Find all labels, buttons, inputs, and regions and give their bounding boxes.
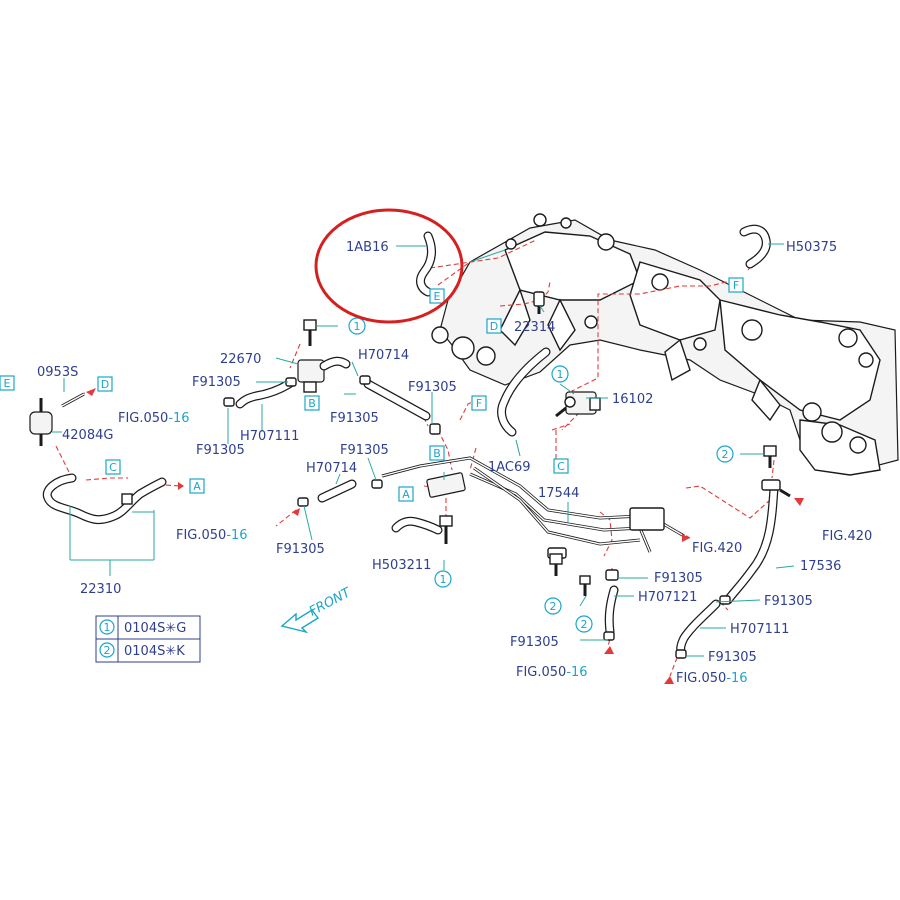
highlight-circle [314, 208, 464, 324]
label-f91305-4: F91305 [196, 443, 245, 458]
hose-h50375 [739, 224, 771, 269]
parts [29, 224, 804, 684]
label-22670: 22670 [220, 352, 261, 367]
front-arrow-icon [280, 609, 320, 634]
label-22310: 22310 [80, 582, 121, 597]
label-f91305-3: F91305 [330, 411, 379, 426]
leader-lines [52, 243, 795, 657]
ref-b-upper: B [308, 397, 316, 410]
fig-ref-050-16-bottom: FIG.050-16 [516, 665, 588, 680]
ref-f-upper: F [733, 279, 739, 292]
circled-1-top: 1 [354, 320, 361, 333]
circled-numbers: 1 1 1 2 2 2 [348, 317, 734, 633]
hose-22310 [42, 473, 167, 525]
label-f91305-7: F91305 [654, 571, 703, 586]
label-22314: 22314 [514, 320, 555, 335]
hose-1ac69 [497, 347, 551, 437]
label-f91305-5: F91305 [340, 443, 389, 458]
front-label: FRONT [307, 585, 354, 620]
fitting-0953s [61, 392, 85, 408]
sensor-22314 [533, 291, 545, 314]
circled-1-lower: 1 [440, 573, 447, 586]
label-17536: 17536 [800, 559, 841, 574]
ref-a-left: A [193, 480, 201, 493]
valve-22670 [297, 356, 351, 393]
ref-c-mid: C [557, 460, 565, 473]
hose-h503211 [391, 516, 443, 535]
hose-h70714-lower [317, 479, 357, 503]
label-42084g: 42084G [62, 428, 113, 443]
pipe-17536 [723, 479, 791, 605]
circled-2-lower-right: 2 [581, 618, 588, 631]
legend-table: 1 0104S✳G 2 0104S✳K [95, 615, 201, 663]
label-f91305-2: F91305 [408, 380, 457, 395]
fig-ref-050-16-mid: FIG.050-16 [176, 528, 248, 543]
ref-f-mid: F [476, 397, 482, 410]
legend-value-1: 0104S✳G [124, 621, 186, 636]
label-h707121: H707121 [638, 590, 697, 605]
legend-value-2: 0104S✳K [124, 644, 185, 659]
ref-e-left: E [4, 377, 11, 390]
hose-h707111-lower [676, 599, 721, 659]
ref-d-upper: D [490, 320, 498, 333]
label-17544: 17544 [538, 486, 579, 501]
pipe-17544 [381, 456, 685, 559]
figure-references: FIG.050-16 FIG.050-16 FIG.050-16 FIG.050… [118, 411, 872, 686]
label-h70714-lower: H70714 [306, 461, 357, 476]
label-f91305-9: F91305 [510, 635, 559, 650]
legend-key-2: 2 [104, 644, 111, 657]
label-h70714-upper: H70714 [358, 348, 409, 363]
intake-manifold [431, 213, 899, 476]
circled-2-lower-left: 2 [550, 600, 557, 613]
fig-ref-420-lower: FIG.420 [692, 541, 742, 556]
ref-c-left: C [109, 461, 117, 474]
sensor-42084g [29, 398, 53, 446]
label-f91305-8: F91305 [764, 594, 813, 609]
ref-e-upper: E [434, 290, 441, 303]
ref-a-mid: A [402, 488, 410, 501]
part-labels: 1AB16 H50375 22314 22670 H70714 0953S F9… [37, 240, 841, 665]
label-1ac69: 1AC69 [488, 460, 531, 475]
legend-key-1: 1 [104, 621, 111, 634]
label-h50375: H50375 [786, 240, 837, 255]
label-h707111-lower: H707111 [730, 622, 789, 637]
hose-1ab16 [416, 231, 436, 297]
label-f91305-10: F91305 [708, 650, 757, 665]
circled-2-right: 2 [722, 448, 729, 461]
fig-ref-050-16-left: FIG.050-16 [118, 411, 190, 426]
label-f91305-1: F91305 [192, 375, 241, 390]
label-f91305-6: F91305 [276, 542, 325, 557]
label-h707111-upper: H707111 [240, 429, 299, 444]
label-16102: 16102 [612, 392, 653, 407]
hose-h707121 [604, 585, 619, 637]
direction-arrows [86, 388, 804, 684]
clamps-f91305 [223, 375, 731, 659]
circled-1-solenoid: 1 [557, 368, 564, 381]
front-direction-indicator: FRONT [280, 585, 354, 634]
label-h503211: H503211 [372, 558, 431, 573]
reference-markers: E D F E D B F C A B A C [0, 277, 744, 502]
bolts [303, 319, 777, 596]
hose-h70714-upper [363, 379, 431, 421]
label-0953s: 0953S [37, 365, 78, 380]
solenoid-16102 [555, 391, 601, 418]
fig-ref-050-16-right: FIG.050-16 [676, 671, 748, 686]
fig-ref-420-right: FIG.420 [822, 529, 872, 544]
ref-d-left: D [101, 378, 109, 391]
label-1ab16: 1AB16 [346, 240, 389, 255]
ref-b-mid: B [433, 447, 441, 460]
hose-h707111-upper [235, 377, 297, 409]
